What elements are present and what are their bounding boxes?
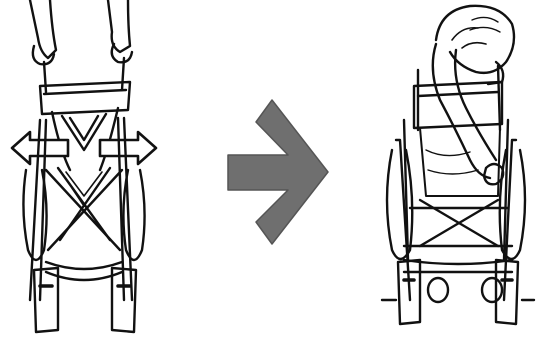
transition-arrow-icon <box>227 99 329 245</box>
left-hand-drawing <box>28 0 58 66</box>
right-hand-drawing <box>106 0 134 64</box>
opened-wheelchair-drawing <box>380 4 536 326</box>
folded-wheelchair-drawing <box>10 0 158 334</box>
